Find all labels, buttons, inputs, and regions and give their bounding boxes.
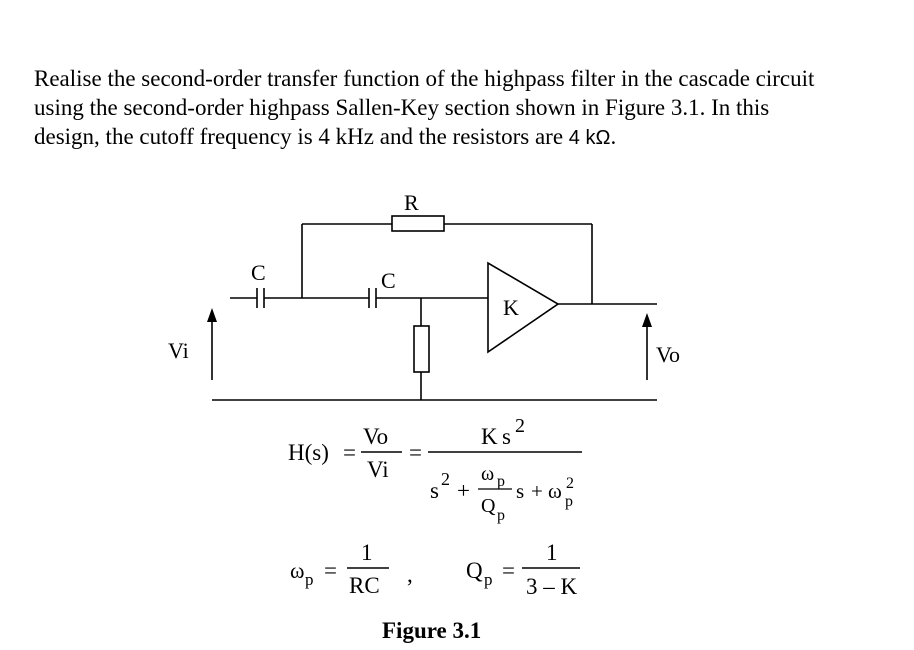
resistor-shunt <box>413 325 430 373</box>
wp-omega: ω <box>290 558 304 583</box>
eq-hs: H(s) <box>288 440 329 465</box>
label-vi: Vi <box>168 338 189 363</box>
qp-numerator: 1 <box>546 540 558 565</box>
label-k: K <box>503 295 519 320</box>
den-w-exp: 2 <box>566 475 574 492</box>
qp-q: Q <box>466 558 483 583</box>
eq-equals-2: = <box>409 440 422 465</box>
problem-statement: Realise the second-order transfer functi… <box>34 64 906 153</box>
den-exp: 2 <box>441 469 450 489</box>
wp-equals: = <box>324 558 337 583</box>
wp-numerator: 1 <box>361 540 373 565</box>
problem-line-1: Realise the second-order transfer functi… <box>34 66 815 91</box>
circuit-wires <box>211 215 657 401</box>
input-arrow-head <box>207 308 217 322</box>
num-s: s <box>502 424 511 449</box>
wp-sub: p <box>305 570 314 589</box>
resistor-r-top <box>391 215 445 232</box>
label-c1: C <box>251 260 266 285</box>
den-plus-2: + <box>531 479 543 503</box>
parameter-equations: ω p = 1 RC , Q p = 1 3 – K <box>290 540 580 599</box>
den-wp: ω <box>481 463 494 485</box>
qp-equals: = <box>502 558 515 583</box>
qp-denominator: 3 – K <box>526 574 578 599</box>
amplifier-triangle <box>487 261 560 354</box>
den-w-sub: p <box>565 493 573 510</box>
num-exp: 2 <box>515 415 525 437</box>
qp-sub: p <box>484 570 493 589</box>
eq-vo: Vo <box>363 424 388 449</box>
figure-caption: Figure 3.1 <box>382 618 481 643</box>
problem-line-3: design, the cutoff frequency is 4 kHz an… <box>34 122 906 153</box>
num-k: K <box>481 424 498 449</box>
wp-denominator: RC <box>349 573 380 598</box>
den-s2: s <box>516 479 524 503</box>
den-qp-sub: p <box>497 507 505 524</box>
output-arrow-head <box>642 313 652 327</box>
den-s: s <box>430 478 439 503</box>
label-c2: C <box>381 268 396 293</box>
transfer-function: H(s) = Vo Vi = K s 2 s 2 + ω p Q p s + ω… <box>288 415 582 524</box>
problem-line-3-end: . <box>610 124 617 149</box>
den-plus-1: + <box>457 478 470 503</box>
eq-vi: Vi <box>367 457 389 482</box>
label-vo: Vo <box>656 342 680 367</box>
resistor-value: 4 kΩ <box>568 127 611 149</box>
den-qp: Q <box>481 495 496 517</box>
eq-equals-1: = <box>343 440 356 465</box>
problem-line-2: using the second-order highpass Sallen-K… <box>34 95 770 120</box>
den-w: ω <box>548 479 562 503</box>
problem-line-3-text: design, the cutoff frequency is 4 kHz an… <box>34 124 564 149</box>
param-comma: , <box>407 562 413 587</box>
den-wp-sub: p <box>497 473 505 490</box>
label-r: R <box>404 190 419 215</box>
